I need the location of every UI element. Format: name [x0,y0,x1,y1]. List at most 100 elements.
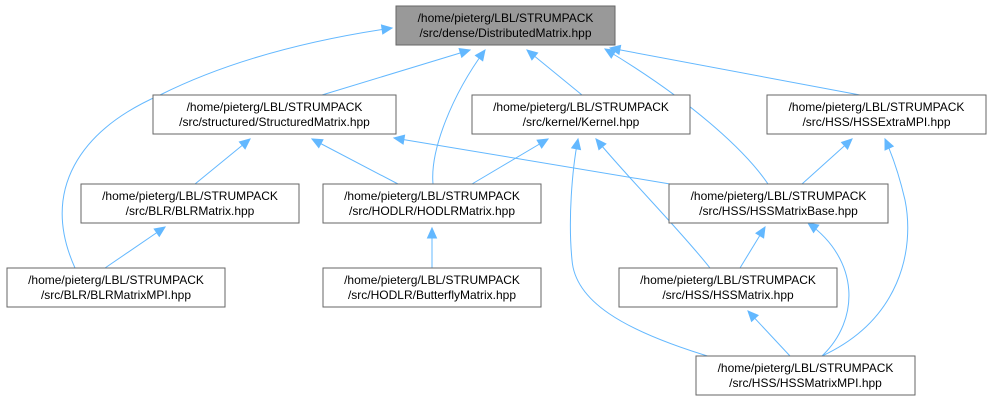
node-hssmatrixmpi[interactable]: /home/pieterg/LBL/STRUMPACK/src/HSS/HSSM… [695,355,916,396]
edge-line [526,49,583,96]
node-hodlrmatrix[interactable]: /home/pieterg/LBL/STRUMPACK/src/HODLR/HO… [322,183,542,224]
edge-structured-to-distributed [321,48,472,96]
node-blrmatrix[interactable]: /home/pieterg/LBL/STRUMPACK/src/BLR/BLRM… [80,183,300,224]
edge-hssmatrix-to-hssmatrixbase [739,225,766,269]
edge-blrmatrixmpi-to-distributed [61,24,394,269]
node-label-path: /home/pieterg/LBL/STRUMPACK [344,189,520,203]
arrow-head-icon [380,24,394,35]
node-label-path: /home/pieterg/LBL/STRUMPACK [28,273,204,287]
edge-hodlrmatrix-to-kernel [471,138,550,185]
arrow-head-icon [474,49,486,62]
node-label-path: /home/pieterg/LBL/STRUMPACK [718,361,894,375]
arrow-head-icon [747,310,760,323]
edge-hssmatrixmpi-to-kernel [569,137,715,359]
arrow-head-icon [238,138,251,150]
edge-blrmatrixmpi-to-blrmatrix [104,226,167,269]
node-hssmatrix[interactable]: /home/pieterg/LBL/STRUMPACK/src/HSS/HSSM… [618,267,838,308]
node-label-path: /home/pieterg/LBL/STRUMPACK [187,100,363,114]
edge-line [821,138,909,357]
edge-line [393,137,683,187]
edge-line [569,138,715,359]
node-label-file: /src/BLR/BLRMatrix.hpp [126,204,255,218]
node-hssmatrixbase[interactable]: /home/pieterg/LBL/STRUMPACK/src/HSS/HSSM… [668,183,889,224]
arrow-head-icon [884,137,895,151]
node-label-file: /src/HSS/HSSMatrixMPI.hpp [729,376,882,390]
arrow-head-icon [755,225,766,239]
edge-kernel-to-distributed [526,49,583,96]
edge-line [801,138,853,185]
node-box [618,267,838,308]
node-label-file: /src/dense/DistributedMatrix.hpp [419,26,591,40]
edge-line [432,49,486,185]
edge-line [807,222,850,357]
edge-hssmatrixmpi-to-hssmatrixbase [807,222,850,357]
node-hssextrampi[interactable]: /home/pieterg/LBL/STRUMPACK/src/HSS/HSSE… [766,94,987,135]
nodes-layer: /home/pieterg/LBL/STRUMPACK/src/dense/Di… [6,5,987,396]
edge-hssextrampi-to-distributed [608,44,861,96]
node-distributed: /home/pieterg/LBL/STRUMPACK/src/dense/Di… [395,5,616,46]
edge-butterfly-to-hodlrmatrix [426,226,438,268]
edge-hssmatrix-to-kernel [595,138,711,269]
arrow-head-icon [526,49,539,61]
node-structured[interactable]: /home/pieterg/LBL/STRUMPACK/src/structur… [152,94,397,135]
node-label-file: /src/BLR/BLRMatrixMPI.hpp [41,288,191,302]
edge-line [311,138,399,185]
arrow-head-icon [153,226,167,238]
edge-hssmatrixmpi-to-hssmatrix [747,310,791,357]
arrow-head-icon [595,138,607,151]
edge-line [471,138,549,185]
edge-hodlrmatrix-to-distributed [432,49,486,185]
node-box [395,5,616,46]
node-label-path: /home/pieterg/LBL/STRUMPACK [418,11,594,25]
arrow-head-icon [840,138,853,150]
node-label-file: /src/HSS/HSSMatrix.hpp [662,288,794,302]
node-box [80,183,300,224]
node-box [695,355,916,396]
node-box [471,94,691,135]
arrow-head-icon [807,222,820,234]
edge-hssmatrixbase-to-structured [392,134,683,187]
edge-hssmatrixbase-to-distributed [603,48,769,185]
node-label-path: /home/pieterg/LBL/STRUMPACK [344,273,520,287]
node-label-path: /home/pieterg/LBL/STRUMPACK [493,100,669,114]
node-kernel[interactable]: /home/pieterg/LBL/STRUMPACK/src/kernel/K… [471,94,691,135]
node-box [6,267,226,308]
node-label-file: /src/HSS/HSSExtraMPI.hpp [802,115,950,129]
edge-line [104,226,166,269]
node-box [152,94,397,135]
node-label-path: /home/pieterg/LBL/STRUMPACK [640,273,816,287]
arrow-head-icon [536,138,550,149]
edge-hodlrmatrix-to-structured [310,138,399,185]
arrow-head-icon [392,134,406,145]
edge-line [194,138,251,185]
edge-line [61,27,393,269]
edge-blrmatrix-to-structured [194,138,251,185]
node-box [322,267,542,308]
node-blrmatrixmpi[interactable]: /home/pieterg/LBL/STRUMPACK/src/BLR/BLRM… [6,267,226,308]
arrow-head-icon [458,48,472,59]
node-label-file: /src/HSS/HSSMatrixBase.hpp [699,204,858,218]
node-box [322,183,542,224]
edge-line [595,138,711,269]
edge-line [604,48,769,185]
node-butterfly[interactable]: /home/pieterg/LBL/STRUMPACK/src/HODLR/Bu… [322,267,542,308]
node-label-path: /home/pieterg/LBL/STRUMPACK [691,189,867,203]
arrow-head-icon [603,48,617,59]
arrow-head-icon [570,137,582,151]
edges-layer [61,24,909,359]
node-label-path: /home/pieterg/LBL/STRUMPACK [102,189,278,203]
arrow-head-icon [426,226,438,239]
node-label-file: /src/HODLR/HODLRMatrix.hpp [349,204,515,218]
arrow-head-icon [310,138,324,149]
node-box [766,94,987,135]
edge-line [609,47,861,96]
edge-hssmatrixmpi-to-hssextrampi [821,137,909,357]
node-label-file: /src/structured/StructuredMatrix.hpp [179,115,370,129]
node-label-file: /src/kernel/Kernel.hpp [523,115,640,129]
edge-hssmatrixbase-to-hssextrampi [801,138,853,185]
node-label-file: /src/HODLR/ButterflyMatrix.hpp [348,288,516,302]
edge-line [321,49,471,96]
node-label-path: /home/pieterg/LBL/STRUMPACK [789,100,965,114]
node-box [668,183,889,224]
